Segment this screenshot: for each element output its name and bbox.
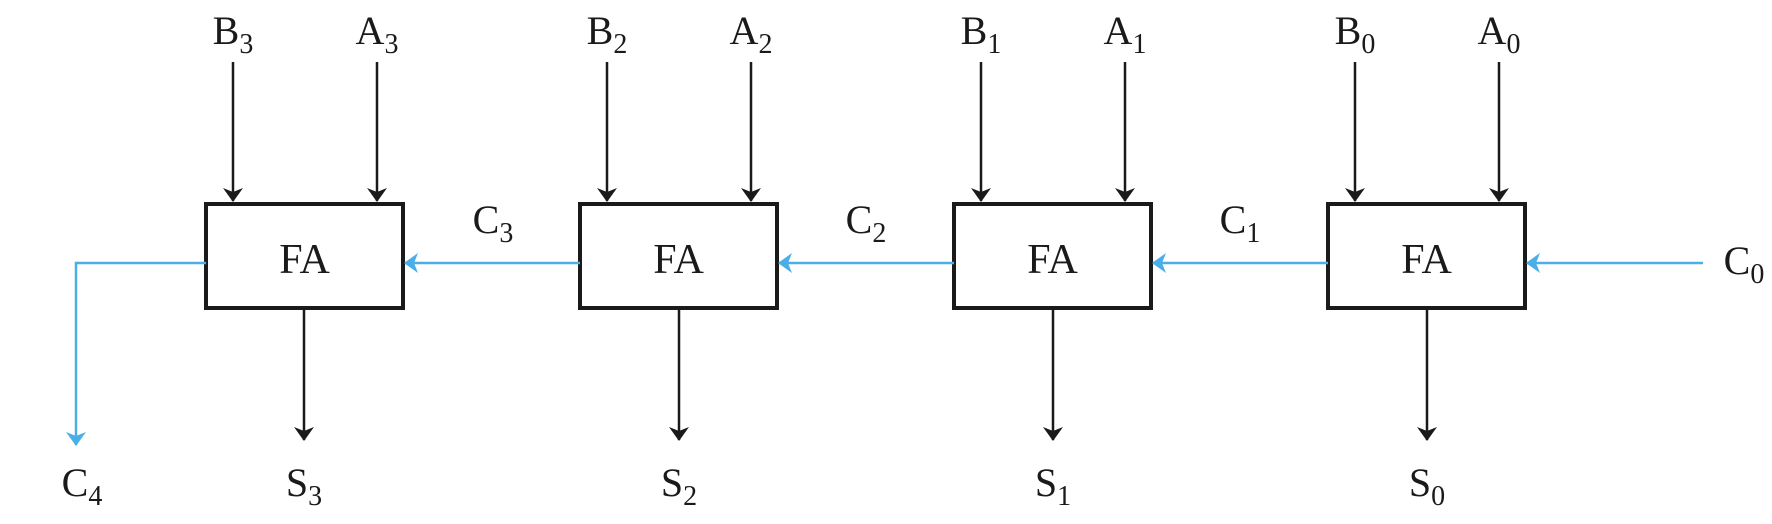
full-adder-1: FA B1 A1 S1 xyxy=(952,8,1153,512)
full-adder-2: FA B2 A2 S2 xyxy=(578,8,779,512)
c2-label: C2 xyxy=(846,197,887,249)
a1-label: A1 xyxy=(1104,8,1147,60)
c1-label: C1 xyxy=(1220,197,1261,249)
c3-label: C3 xyxy=(473,197,514,249)
b0-label: B0 xyxy=(1335,8,1376,60)
full-adder-0: FA B0 A0 S0 xyxy=(1326,8,1527,512)
c0-label: C0 xyxy=(1724,238,1765,290)
s0-label: S0 xyxy=(1409,460,1445,512)
s3-label: S3 xyxy=(286,460,322,512)
b3-label: B3 xyxy=(213,8,254,60)
fa-label: FA xyxy=(279,237,330,283)
fa-box xyxy=(578,202,779,310)
c4-label: C4 xyxy=(62,460,103,512)
s1-label: S1 xyxy=(1035,460,1071,512)
fa-box xyxy=(1326,202,1527,310)
b1-label: B1 xyxy=(961,8,1002,60)
b2-label: B2 xyxy=(587,8,628,60)
carry-chain: C3 C2 C1 C0 C4 xyxy=(62,197,1765,512)
a2-label: A2 xyxy=(730,8,773,60)
fa-box xyxy=(204,202,405,310)
c4-carry-out-arrow xyxy=(66,261,206,446)
s2-label: S2 xyxy=(661,460,697,512)
fa-label: FA xyxy=(653,237,704,283)
fa-box xyxy=(952,202,1153,310)
a3-label: A3 xyxy=(356,8,399,60)
full-adder-3: FA B3 A3 S3 xyxy=(204,8,405,512)
fa-label: FA xyxy=(1027,237,1078,283)
fa-label: FA xyxy=(1401,237,1452,283)
a0-label: A0 xyxy=(1478,8,1521,60)
